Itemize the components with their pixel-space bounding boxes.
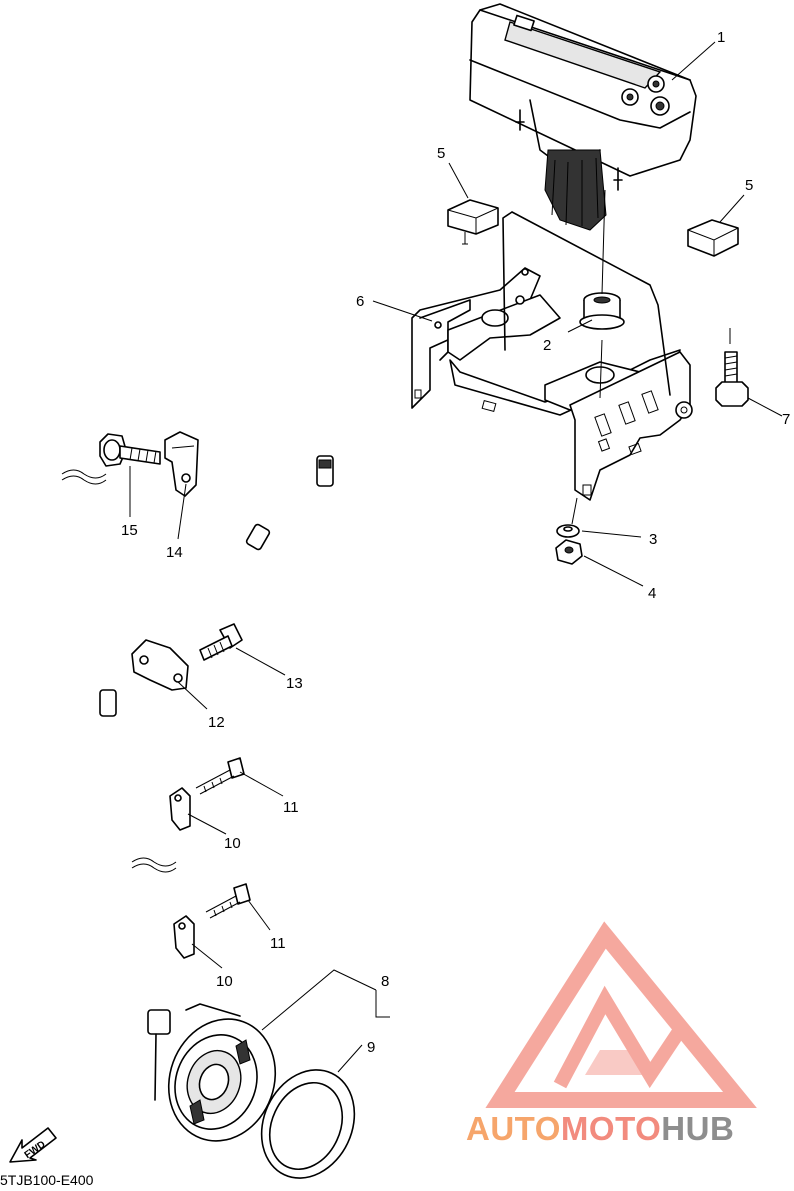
forward-arrow-icon: FWD [9, 1127, 57, 1163]
callout-12: 12 [208, 714, 225, 731]
callout-13: 13 [286, 675, 303, 692]
cable-guide [131, 639, 189, 691]
callout-15: 15 [121, 522, 138, 539]
washer [556, 524, 580, 538]
callout-4: 4 [648, 585, 656, 602]
rubber-pad-right [687, 219, 739, 257]
cable-clamp-middle [169, 787, 191, 831]
callout-10-upper: 10 [224, 835, 241, 852]
watermark-text-auto: AUTO [466, 1110, 561, 1147]
grommet [579, 189, 625, 399]
callout-3: 3 [649, 531, 657, 548]
callout-9: 9 [367, 1039, 375, 1056]
flange-bolt [99, 433, 161, 467]
diagram-code: 5TJB100-E400 [0, 1172, 94, 1188]
screw-upper [199, 623, 243, 661]
callout-labels: 1 2 3 4 5 5 6 7 8 9 10 10 11 11 12 13 14… [121, 29, 790, 1056]
callout-14: 14 [166, 544, 183, 561]
cable-clamp-lower [173, 915, 195, 959]
watermark-text: AUTOMOTOHUB [466, 1110, 734, 1148]
screw-lower [205, 883, 251, 919]
watermark-logo-icon [485, 921, 757, 1108]
callout-11-upper: 11 [283, 799, 299, 816]
callout-10-lower: 10 [216, 973, 233, 990]
callout-5-left: 5 [437, 145, 445, 162]
watermark-text-hub: HUB [661, 1110, 735, 1147]
callout-1: 1 [717, 29, 725, 46]
callout-7: 7 [782, 411, 790, 428]
screw-middle [195, 757, 245, 795]
callout-11-lower: 11 [270, 935, 286, 952]
nut [555, 497, 583, 565]
watermark-text-moto: MOTO [560, 1110, 662, 1147]
meter-bracket [411, 211, 693, 501]
callout-6: 6 [356, 293, 364, 310]
callout-8: 8 [381, 973, 389, 990]
callout-5-right: 5 [745, 177, 753, 194]
speedometer-assembly [469, 3, 697, 231]
oil-seal [260, 1069, 356, 1179]
rubber-pad-left [447, 199, 499, 235]
speedometer-cable [61, 350, 334, 1101]
cable-clamp-upper [164, 431, 199, 497]
bolt [715, 328, 749, 407]
speedometer-gear-unit [167, 1003, 277, 1142]
callout-2: 2 [543, 337, 551, 354]
leader-lines [129, 41, 783, 1073]
